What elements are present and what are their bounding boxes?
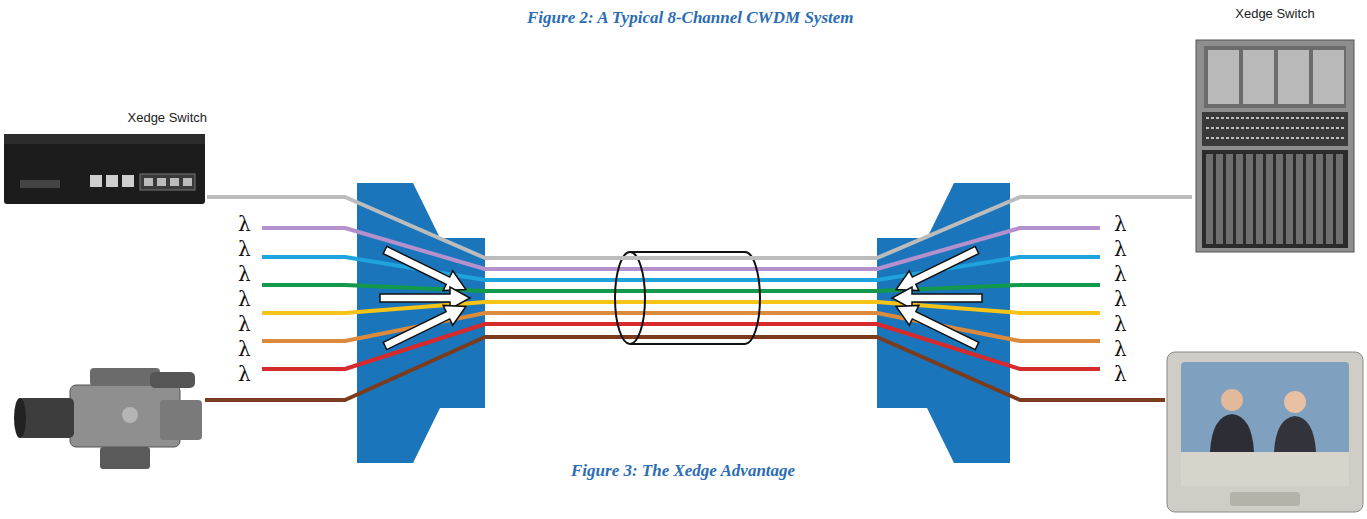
television	[1167, 352, 1363, 512]
device-node: Xedge Switch	[3, 108, 207, 206]
figure-title: Figure 2: A Typical 8-Channel CWDM Syste…	[527, 8, 854, 28]
wavelength-symbol: λ	[238, 239, 251, 259]
video-camera	[14, 368, 202, 469]
fibre-green	[262, 285, 1100, 291]
wavelength-symbol: λ	[238, 264, 251, 284]
device-label: Xedge Switch	[1192, 6, 1358, 22]
mux-left	[357, 183, 485, 463]
mux-right	[877, 183, 1010, 463]
fibres	[205, 228, 1165, 400]
fibre-brown	[205, 337, 1165, 400]
wavelength-symbol: λ	[238, 289, 251, 309]
figure-caption: Figure 3: The Xedge Advantage	[571, 461, 795, 481]
fibre-connector	[207, 197, 1192, 258]
switch-1u	[4, 134, 205, 204]
wavelength-symbol: λ	[238, 339, 251, 359]
cable-bundle	[615, 252, 760, 344]
wavelength-symbol: λ	[1114, 339, 1127, 359]
device-node: Xedge Switch	[1192, 4, 1358, 254]
wavelength-symbol: λ	[1114, 214, 1127, 234]
wavelength-symbol: λ	[1114, 364, 1127, 384]
wavelength-symbol: λ	[238, 364, 251, 384]
fibre-cyan	[262, 257, 1100, 280]
wavelength-symbol: λ	[238, 314, 251, 334]
wavelength-symbol: λ	[1114, 264, 1127, 284]
wavelength-symbol: λ	[238, 214, 251, 234]
wavelength-symbol: λ	[1114, 239, 1127, 259]
wavelength-symbol: λ	[1114, 289, 1127, 309]
wavelength-symbol: λ	[1114, 314, 1127, 334]
switch-chassis	[1196, 40, 1354, 252]
device-label: Xedge Switch	[3, 110, 207, 126]
